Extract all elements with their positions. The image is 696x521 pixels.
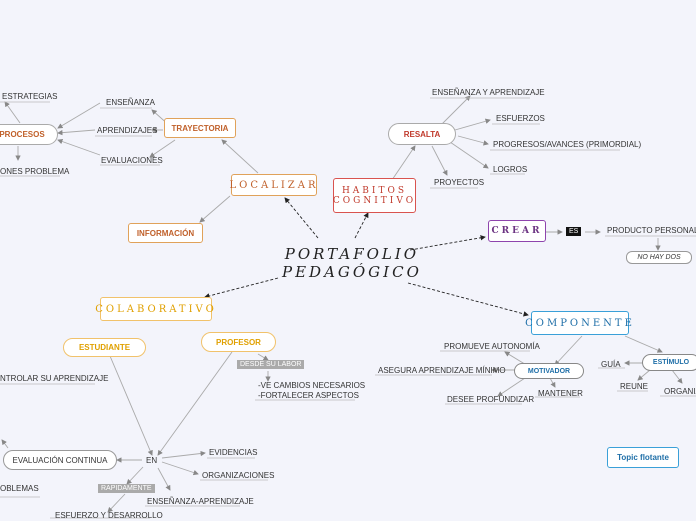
habitos-item-logros[interactable]: LOGROS xyxy=(493,165,528,174)
floating-topic[interactable]: Topic flotante xyxy=(607,447,679,468)
estudiante-node[interactable]: ESTUDIANTE xyxy=(63,338,146,357)
habitos-line-2: COGNITIVO xyxy=(332,195,417,206)
colaborativo-node[interactable]: COLABORATIVO xyxy=(95,297,214,321)
organiz-text[interactable]: ORGANIZ xyxy=(664,387,696,396)
rapidamente-tag[interactable]: RAPIDAMENTE xyxy=(98,484,155,493)
desde-tag[interactable]: DESDE SU LABOR xyxy=(237,360,305,369)
crear-label: CREAR xyxy=(491,226,543,236)
habitos-item-proyectos[interactable]: PROYECTOS xyxy=(434,178,485,187)
trayectoria-node[interactable]: TRAYECTORIA xyxy=(164,118,236,138)
floating-topic-label: Topic flotante xyxy=(617,453,669,462)
habitos-item-progresos[interactable]: PROGRESOS/AVANCES (PRIMORDIAL) xyxy=(493,140,642,149)
habitos-item-esfuerzos[interactable]: ESFUERZOS xyxy=(496,114,545,123)
asegura-text[interactable]: ASEGURA APRENDIZAJE MÍNIMO xyxy=(378,366,506,375)
habitos-node[interactable]: HABITOS COGNITIVO xyxy=(333,178,416,213)
organizaciones-text[interactable]: ORGANIZACIONES xyxy=(202,471,275,480)
estrategias-text[interactable]: ESTRATEGIAS xyxy=(2,92,58,101)
reune-text[interactable]: REUNE xyxy=(620,382,649,391)
producto-text[interactable]: PRODUCTO PERSONALIZA xyxy=(607,226,696,235)
central-line-2: PEDAGÓGICO xyxy=(282,263,422,281)
mantener-text[interactable]: MANTENER xyxy=(538,389,583,398)
evidencias-text[interactable]: EVIDENCIAS xyxy=(209,448,258,457)
evaluaciones-text[interactable]: EVALUACIONES xyxy=(101,156,163,165)
ens-apr-text[interactable]: ENSEÑANZA-APRENDIZAJE xyxy=(147,497,254,506)
central-line-1: PORTAFOLIO xyxy=(284,245,420,263)
estudiante-label: ESTUDIANTE xyxy=(78,343,131,352)
profesor-node[interactable]: PROFESOR xyxy=(201,332,276,352)
crear-node[interactable]: CREAR xyxy=(488,220,546,242)
motivador-label: MOTIVADOR xyxy=(527,367,571,375)
profesor-label: PROFESOR xyxy=(216,337,261,347)
habitos-item-ensenanza[interactable]: ENSEÑANZA Y APRENDIZAJE xyxy=(432,88,545,97)
informacion-node[interactable]: INFORMACIÓN xyxy=(128,223,203,243)
es-tag[interactable]: ES xyxy=(566,227,582,236)
promueve-text[interactable]: PROMUEVE AUTONOMÍA xyxy=(444,342,540,351)
localizar-node[interactable]: LOCALIZAR xyxy=(229,174,319,196)
procesos-node[interactable]: PROCESOS xyxy=(0,124,58,145)
resalta-node[interactable]: RESALTA xyxy=(388,123,456,145)
procesos-label: PROCESOS xyxy=(0,130,45,139)
en-text[interactable]: EN xyxy=(146,456,158,465)
cambios-text-2[interactable]: -FORTALECER ASPECTOS xyxy=(258,391,359,400)
problema-text[interactable]: ONES PROBLEMA xyxy=(0,167,70,176)
nohaydos-node[interactable]: NO HAY DOS xyxy=(626,251,692,264)
ensenanza-text[interactable]: ENSEÑANZA xyxy=(106,98,155,107)
motivador-node[interactable]: MOTIVADOR xyxy=(514,363,584,379)
habitos-line-1: HABITOS xyxy=(341,185,408,196)
localizar-label: LOCALIZAR xyxy=(229,179,319,191)
guia-text[interactable]: GUÍA xyxy=(601,360,621,369)
trayectoria-label: TRAYECTORIA xyxy=(171,123,229,133)
resalta-label: RESALTA xyxy=(403,129,441,139)
nohaydos-label: NO HAY DOS xyxy=(637,254,681,261)
colaborativo-label: COLABORATIVO xyxy=(95,303,217,315)
aprendizajes-text[interactable]: APRENDIZAJES xyxy=(97,126,158,135)
desee-text[interactable]: DESEE PROFUNDIZAR xyxy=(447,395,535,404)
cambios-text-1[interactable]: -VE CAMBIOS NECESARIOS xyxy=(258,381,366,390)
evaluacion-node[interactable]: EVALUACIÓN CONTINUA xyxy=(3,450,117,470)
controlar-text[interactable]: NTROLAR SU APRENDIZAJE xyxy=(0,374,109,383)
componente-node[interactable]: COMPONENTE xyxy=(525,311,632,335)
esfuerzo-text[interactable]: ESFUERZO Y DESARROLLO xyxy=(55,511,163,520)
componente-label: COMPONENTE xyxy=(525,317,635,329)
estimulo-node[interactable]: ESTÍMULO xyxy=(642,354,696,371)
informacion-label: INFORMACIÓN xyxy=(136,228,195,238)
problemas-text[interactable]: OBLEMAS xyxy=(0,484,39,493)
central-topic[interactable]: PORTAFOLIO PEDAGÓGICO xyxy=(282,245,422,281)
evaluacion-label: EVALUACIÓN CONTINUA xyxy=(12,455,108,465)
estimulo-label: ESTÍMULO xyxy=(652,359,690,366)
